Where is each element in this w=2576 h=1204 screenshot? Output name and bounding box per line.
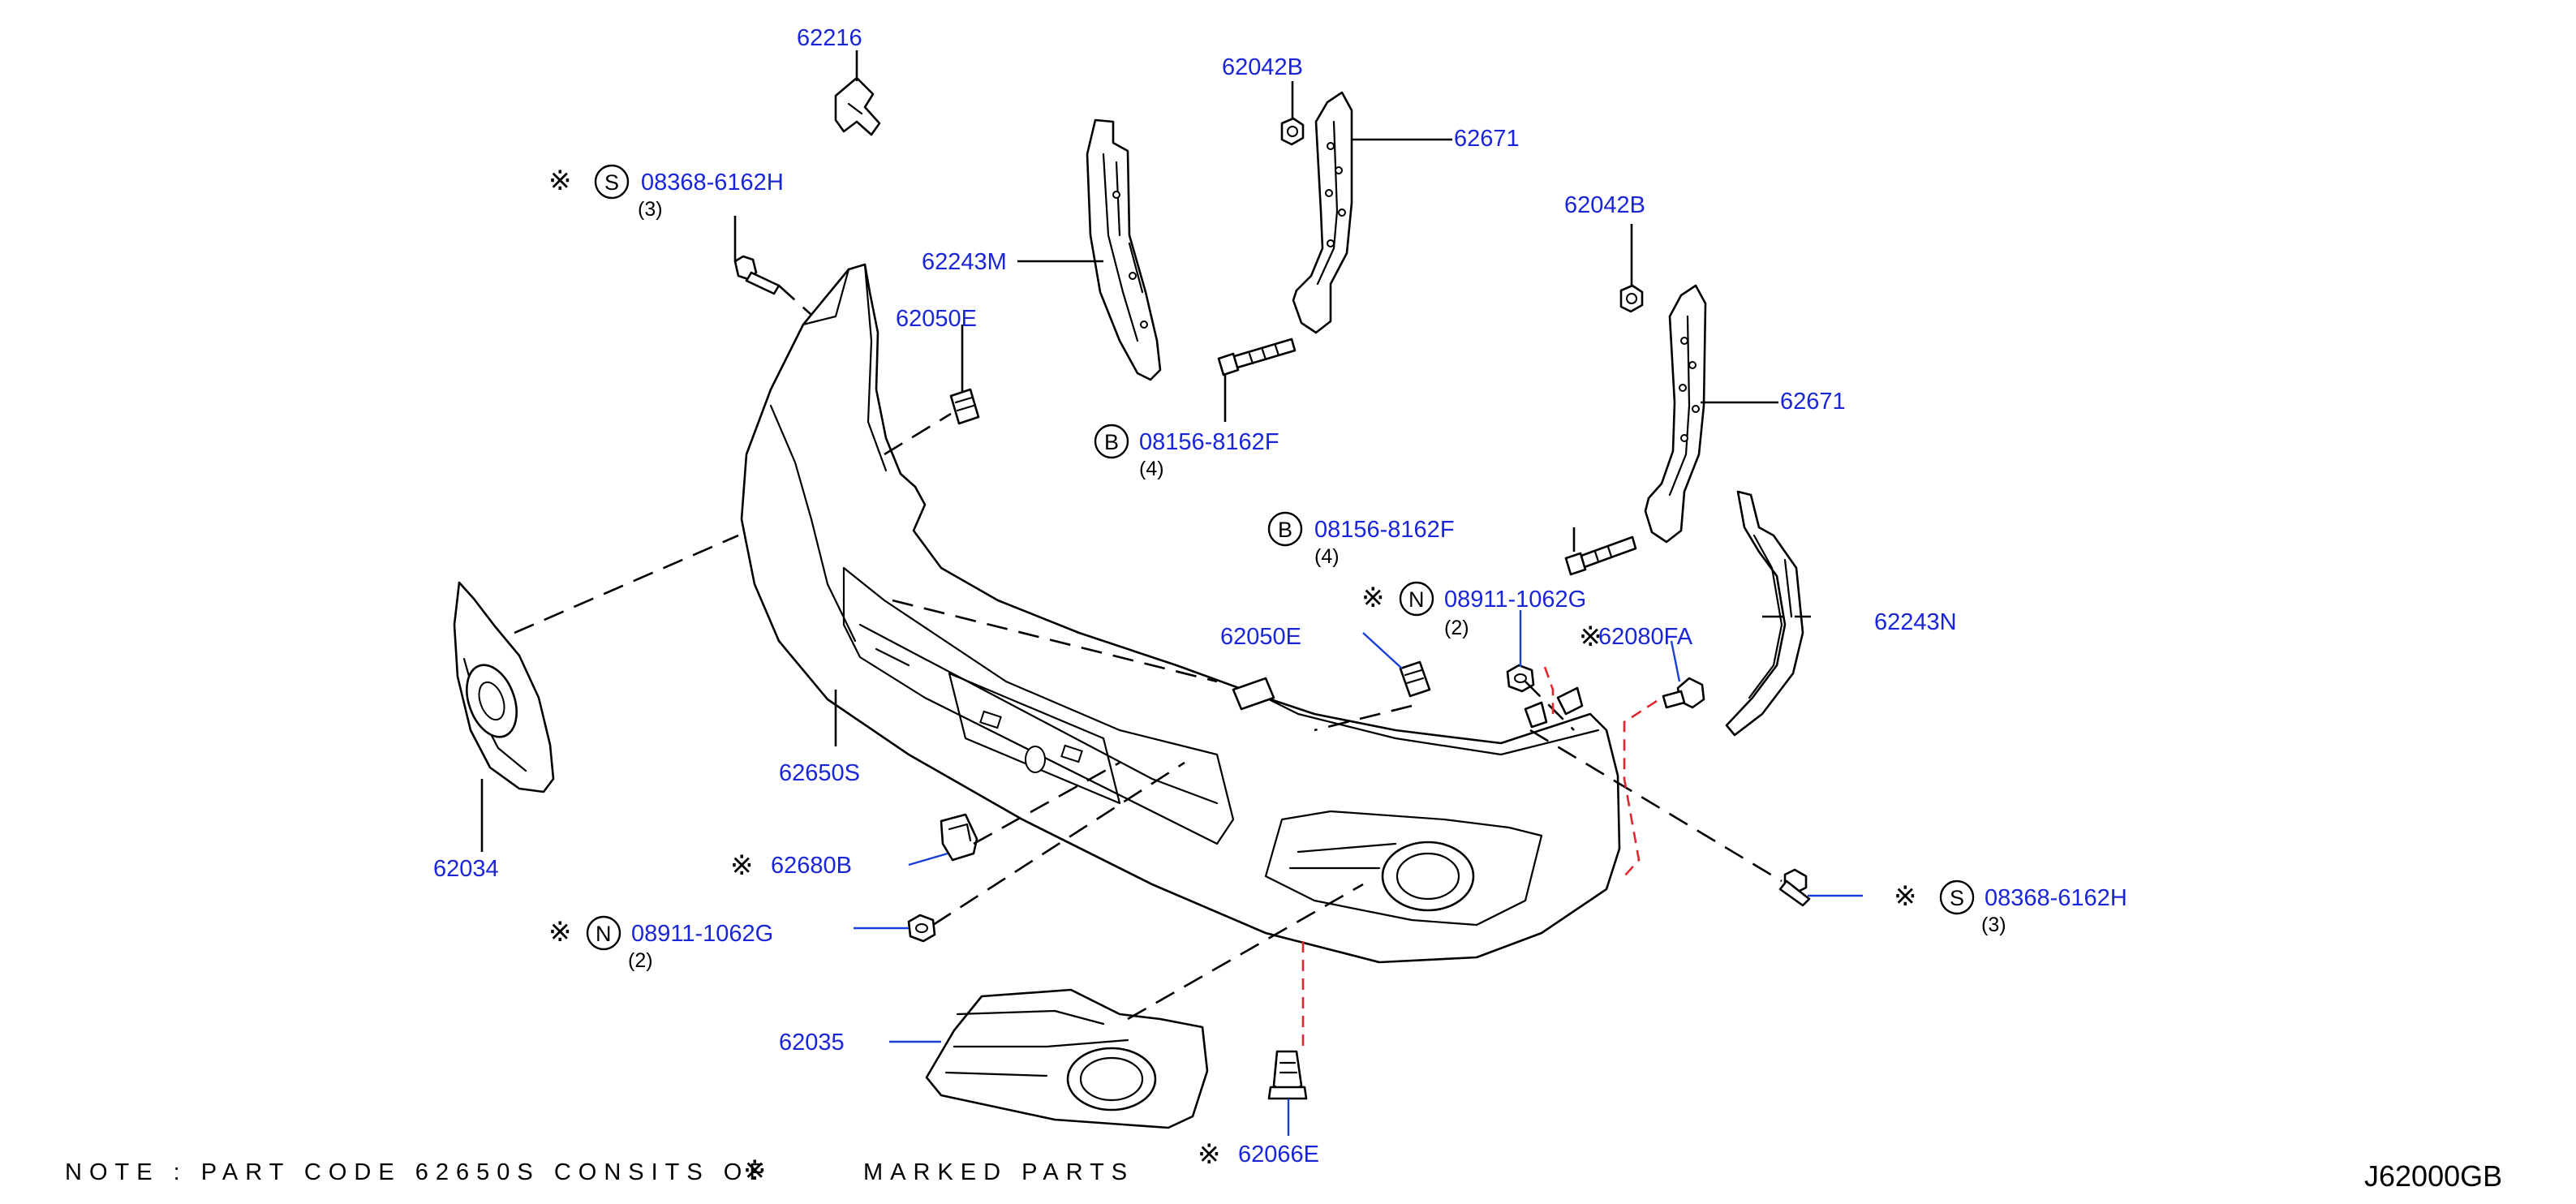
callout-62216[interactable]: 62216 — [797, 25, 862, 51]
callout-08156-lower[interactable]: 08156-8162F — [1314, 517, 1455, 543]
callout-62050e-upper[interactable]: 62050E — [896, 306, 977, 332]
s-circle-icon-2 — [1939, 879, 1975, 915]
clip-62050e-lower — [1399, 660, 1431, 698]
b-circle-icon-2 — [1267, 511, 1303, 547]
bracket-62671-lower — [1644, 284, 1707, 544]
note-text: NOTE : PART CODE 62650S CONSITS OF — [65, 1159, 771, 1185]
s-circle-label-2: S — [1950, 886, 1964, 910]
s-circle-icon — [594, 164, 630, 200]
marker-symbol-5: ※ — [548, 916, 572, 948]
callout-08368-lower[interactable]: 08368-6162H — [1985, 885, 2127, 911]
n-circle-icon-2 — [586, 915, 621, 951]
callout-62050e-lower[interactable]: 62050E — [1220, 624, 1301, 650]
marker-symbol-2: ※ — [1361, 582, 1385, 614]
bolt-08156-lower — [1564, 535, 1637, 576]
callout-62680b[interactable]: 62680B — [771, 853, 852, 879]
callout-62066e[interactable]: 62066E — [1238, 1142, 1319, 1167]
callout-08911-upper[interactable]: 08911-1062G — [1444, 587, 1586, 613]
callout-62042b-upper[interactable]: 62042B — [1222, 54, 1303, 80]
s-circle-label: S — [604, 170, 619, 195]
marker-symbol-6: ※ — [1198, 1138, 1221, 1171]
callout-62243n[interactable]: 62243N — [1874, 609, 1957, 635]
qty-08911-upper: (2) — [1444, 617, 1469, 639]
callout-62034[interactable]: 62034 — [433, 856, 499, 882]
callout-08368-upper[interactable]: 08368-6162H — [641, 170, 784, 196]
b-circle-icon — [1094, 424, 1129, 459]
diagram-code: J62000GB — [2364, 1159, 2502, 1193]
qty-08368-lower: (3) — [1981, 914, 2006, 936]
leader-lines — [480, 50, 1863, 1136]
bracket-62243m — [1086, 118, 1162, 381]
callout-62243m[interactable]: 62243M — [922, 249, 1007, 275]
b-circle-label-2: B — [1278, 518, 1292, 542]
marker-symbol: ※ — [548, 165, 572, 197]
note-marker-symbol: ※ — [743, 1155, 767, 1187]
callout-08911-lower[interactable]: 08911-1062G — [631, 921, 773, 947]
screw-08368-upper — [733, 255, 781, 295]
bracket-62671-upper — [1292, 91, 1353, 334]
qty-08911-lower: (2) — [628, 949, 653, 972]
n-circle-label-2: N — [596, 922, 612, 946]
nut-08911-upper — [1506, 664, 1535, 693]
callout-62671-upper[interactable]: 62671 — [1454, 126, 1520, 152]
rivet-62080fa — [1662, 677, 1705, 709]
n-circle-label: N — [1408, 587, 1425, 612]
n-circle-icon — [1399, 581, 1434, 617]
marker-symbol-7: ※ — [1894, 880, 1917, 913]
clip-62680b — [940, 813, 978, 862]
assembly-lines — [514, 285, 1811, 1047]
marker-symbol-3: ※ — [1579, 621, 1602, 653]
callout-62042b-lower[interactable]: 62042B — [1564, 192, 1645, 218]
callout-08156-upper[interactable]: 08156-8162F — [1139, 429, 1279, 455]
fog-lamp-bracket-62034 — [453, 581, 555, 793]
qty-08156-upper: (4) — [1139, 458, 1164, 480]
clip-62216 — [834, 76, 881, 136]
nut-62042b-lower — [1619, 284, 1644, 313]
fog-lamp-bezel-62035 — [925, 988, 1209, 1129]
note-text-end: MARKED PARTS — [863, 1159, 1134, 1185]
qty-08156-lower: (4) — [1314, 545, 1340, 568]
callout-62671-lower[interactable]: 62671 — [1780, 389, 1846, 415]
bumper-fascia-62650s — [740, 263, 1621, 964]
b-circle-label: B — [1104, 430, 1119, 454]
callout-62650s[interactable]: 62650S — [779, 760, 860, 786]
callout-62080fa[interactable]: 62080FA — [1598, 624, 1693, 650]
screw-08368-lower — [1778, 868, 1811, 907]
nut-08911-lower — [907, 914, 936, 943]
qty-08368-upper: (3) — [638, 198, 663, 221]
callout-62035[interactable]: 62035 — [779, 1030, 845, 1056]
bolt-08156-upper — [1217, 338, 1297, 376]
bracket-62243n — [1725, 490, 1804, 737]
clip-62050e-upper — [949, 388, 980, 425]
clip-62066e — [1267, 1050, 1308, 1100]
marker-symbol-4: ※ — [730, 849, 754, 882]
nut-62042b-upper — [1280, 117, 1305, 146]
